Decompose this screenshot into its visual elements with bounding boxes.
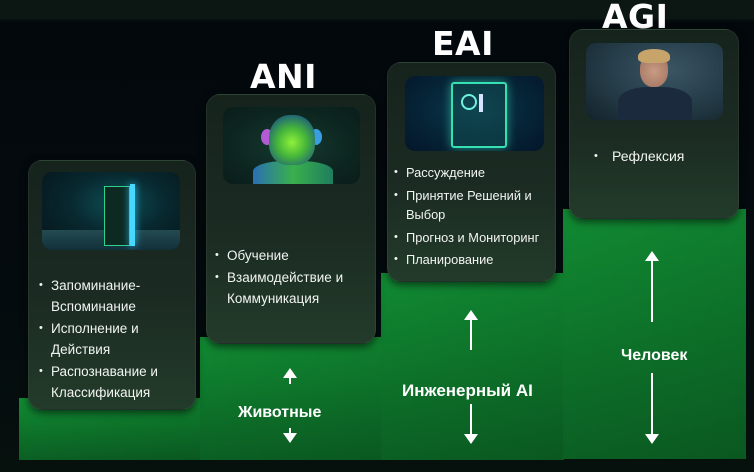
bullet-list-base: Запоминание-Вспоминание Исполнение и Дей… — [39, 275, 189, 404]
card-agi: Рефлексия — [569, 29, 739, 219]
door-icon — [104, 186, 130, 246]
card-eai: Рассуждение Принятие Решений и Выбор Про… — [387, 62, 556, 282]
chimpanzee-icon — [269, 115, 315, 165]
bullet-list-ani: Обучение Взаимодействие и Коммуникация — [215, 245, 370, 310]
arrow-up-icon — [464, 310, 478, 350]
tier-title-ani: ANI — [250, 57, 317, 96]
card-ani: Обучение Взаимодействие и Коммуникация — [206, 94, 376, 344]
arrow-down-icon — [464, 404, 478, 444]
bullet-item: Планирование — [394, 250, 552, 270]
chimpanzee-image — [223, 107, 360, 184]
tier-title-eai: EAI — [432, 24, 494, 63]
arrow-down-icon — [645, 373, 659, 444]
bullet-item: Прогноз и Мониторинг — [394, 228, 552, 248]
step-agi — [563, 209, 746, 459]
step-label-animals: Животные — [238, 404, 322, 421]
bullet-item: Исполнение и Действия — [39, 318, 189, 360]
bullet-item: Распознавание и Классификация — [39, 361, 189, 403]
arrow-down-icon — [283, 428, 297, 443]
step-label-human: Человек — [621, 347, 688, 364]
bullet-list-agi: Рефлексия — [594, 146, 734, 168]
arrow-up-icon — [283, 368, 297, 384]
tier-title-agi: AGI — [602, 0, 669, 36]
arrow-up-icon — [645, 251, 659, 322]
bullet-item: Принятие Решений и Выбор — [394, 186, 552, 225]
step-base — [19, 398, 201, 460]
step-label-engineered-ai: Инженерный AI — [402, 381, 533, 400]
bullet-list-eai: Рассуждение Принятие Решений и Выбор Про… — [394, 163, 552, 273]
portal-door-image — [42, 172, 180, 250]
bullet-item: Рассуждение — [394, 163, 552, 183]
man-portrait-image — [586, 43, 723, 120]
computer-case-image — [405, 76, 544, 151]
top-band — [0, 0, 754, 19]
bullet-item: Запоминание-Вспоминание — [39, 275, 189, 317]
bullet-item: Обучение — [215, 245, 370, 266]
bullet-item: Рефлексия — [594, 146, 734, 167]
bullet-item: Взаимодействие и Коммуникация — [215, 267, 370, 309]
step-eai — [381, 273, 564, 460]
card-base: Запоминание-Вспоминание Исполнение и Дей… — [28, 160, 196, 410]
computer-icon — [451, 82, 507, 148]
